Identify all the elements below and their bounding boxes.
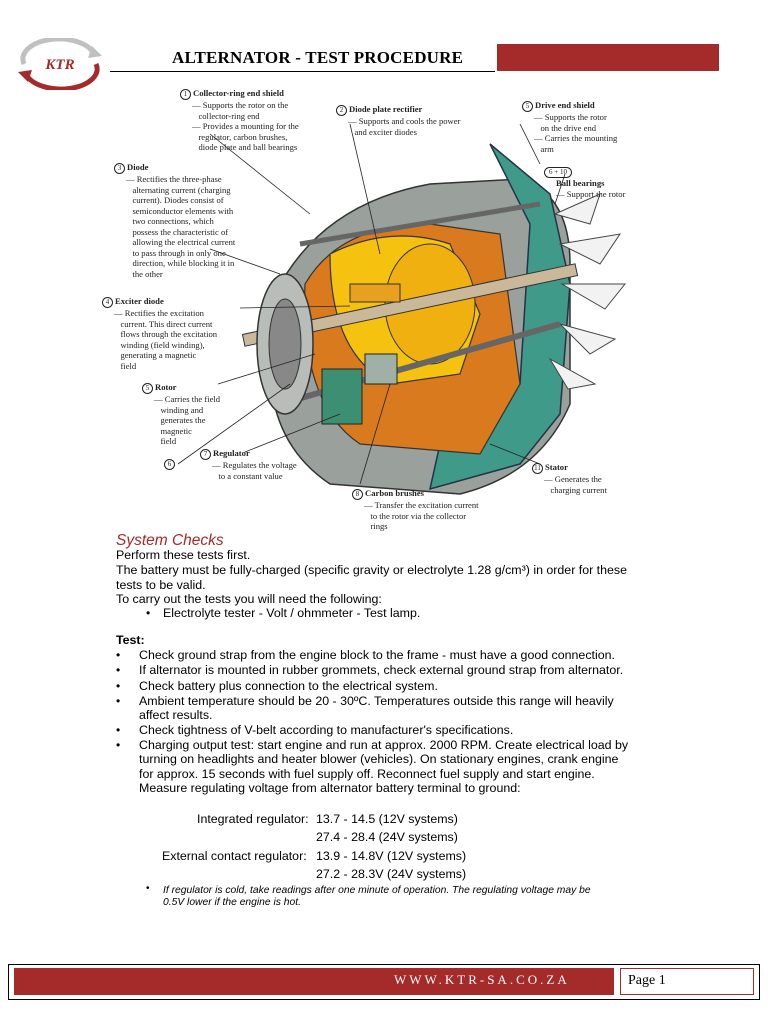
integrated-12v-value: 13.7 - 14.5 (12V systems) bbox=[316, 812, 458, 826]
intro-line-2b: tests to be valid. bbox=[116, 578, 206, 593]
note-line-2: 0.5V lower if the engine is hot. bbox=[163, 896, 301, 909]
footer-website-link[interactable]: WWW.KTR-SA.CO.ZA bbox=[394, 972, 570, 988]
bullet: • bbox=[146, 606, 150, 620]
header-rule bbox=[110, 71, 495, 72]
integrated-24v-value: 27.4 - 28.4 (24V systems) bbox=[316, 830, 458, 844]
label-6-bearing: 6 bbox=[164, 458, 177, 470]
header-accent-bar bbox=[497, 44, 719, 71]
page-number: Page 1 bbox=[628, 973, 666, 989]
test-item-5: Check tightness of V-belt according to m… bbox=[139, 723, 513, 738]
intro-line-1: Perform these tests first. bbox=[116, 548, 250, 563]
test-item-4-line-1: Ambient temperature should be 20 - 30ºC.… bbox=[139, 694, 614, 709]
bullet: • bbox=[116, 694, 120, 708]
external-regulator-label: External contact regulator: bbox=[162, 849, 307, 863]
test-item-1: Check ground strap from the engine block… bbox=[139, 648, 615, 663]
test-item-2: If alternator is mounted in rubber gromm… bbox=[139, 663, 623, 678]
integrated-regulator-label: Integrated regulator: bbox=[197, 812, 309, 826]
external-12v-value: 13.9 - 14.8V (12V systems) bbox=[316, 849, 466, 863]
test-item-6-line-1: Charging output test: start engine and r… bbox=[139, 738, 628, 753]
test-item-6-line-3: for approx. 15 seconds with fuel supply … bbox=[139, 767, 595, 782]
test-heading: Test: bbox=[116, 633, 145, 648]
external-24v-value: 27.2 - 28.3V (24V systems) bbox=[316, 867, 466, 881]
bullet: • bbox=[116, 738, 120, 752]
test-item-3: Check battery plus connection to the ele… bbox=[139, 679, 438, 694]
test-item-6-line-2: turning on headlights and heater blower … bbox=[139, 752, 618, 767]
page-title: ALTERNATOR - TEST PROCEDURE bbox=[172, 48, 463, 68]
bullet: • bbox=[116, 723, 120, 737]
test-item-6-line-4: Measure regulating voltage from alternat… bbox=[139, 781, 521, 796]
intro-line-3: To carry out the tests you will need the… bbox=[116, 592, 382, 607]
intro-line-2a: The battery must be fully-charged (speci… bbox=[116, 563, 627, 578]
bullet: • bbox=[146, 883, 150, 894]
bullet: • bbox=[116, 663, 120, 677]
ktr-logo: KTR bbox=[14, 38, 106, 90]
equipment-item: Electrolyte tester - Volt / ohmmeter - T… bbox=[163, 606, 420, 621]
bullet: • bbox=[116, 679, 120, 693]
test-item-4-line-2: affect results. bbox=[139, 708, 212, 723]
logo-text: KTR bbox=[44, 57, 74, 73]
bullet: • bbox=[116, 648, 120, 662]
